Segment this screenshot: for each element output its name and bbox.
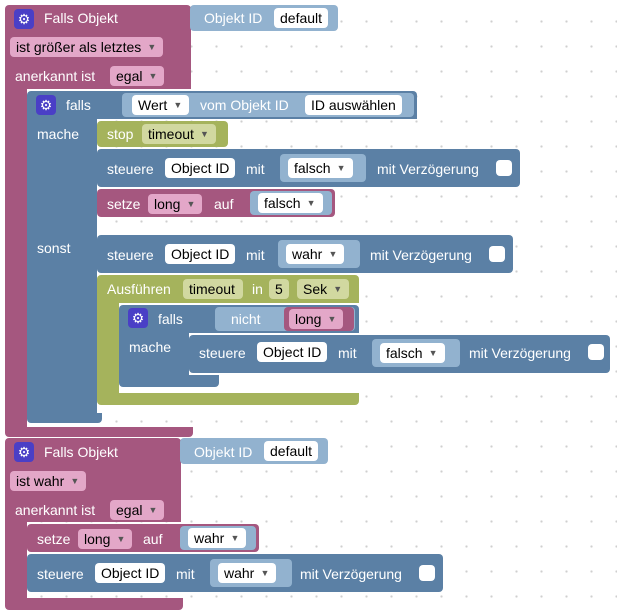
auf-label: auf (214, 196, 234, 212)
condition-dropdown[interactable]: ist wahr▼ (10, 471, 87, 491)
objekt-id-label: Objekt ID (204, 10, 263, 26)
object-id-field[interactable]: Object ID (257, 342, 328, 362)
unit-dropdown[interactable]: Sek▼ (297, 279, 350, 299)
event-spine (5, 522, 27, 600)
timeout-footer (97, 393, 359, 405)
stop-label: stop (107, 126, 134, 142)
gear-icon[interactable]: ⚙ (128, 308, 148, 328)
setze-label: setze (37, 531, 71, 547)
steuere-label: steuere (107, 161, 154, 177)
object-id-field[interactable]: Object ID (95, 563, 166, 583)
condition-dropdown[interactable]: ist größer als letztes▼ (10, 37, 164, 57)
event-spine (5, 89, 27, 429)
chevron-down-icon: ▼ (260, 568, 270, 578)
timeout-spine (97, 303, 119, 395)
value-dropdown[interactable]: wahr▼ (286, 244, 345, 264)
delay-label: mit Verzögerung (377, 161, 479, 177)
chevron-down-icon: ▼ (327, 314, 337, 324)
delay-label: mit Verzögerung (469, 345, 571, 361)
chevron-down-icon: ▼ (173, 100, 183, 110)
objekt-id-field[interactable]: default (274, 8, 329, 28)
steuere-label: steuere (37, 566, 84, 582)
falls-label: falls (66, 97, 91, 113)
event-footer-bar (5, 598, 183, 610)
auf-label: auf (143, 531, 163, 547)
chevron-down-icon: ▼ (306, 198, 316, 208)
variable-dropdown[interactable]: long▼ (148, 194, 203, 214)
steuere-label: steuere (199, 345, 246, 361)
chevron-down-icon: ▼ (148, 71, 158, 81)
object-id-field[interactable]: Object ID (165, 158, 236, 178)
variable-dropdown[interactable]: long▼ (289, 309, 344, 329)
chevron-down-icon: ▼ (328, 249, 338, 259)
chevron-down-icon: ▼ (200, 129, 209, 139)
delay-checkbox[interactable] (489, 246, 505, 262)
id-select-field[interactable]: ID auswählen (305, 95, 402, 115)
chevron-down-icon: ▼ (70, 476, 80, 486)
event-header-label: Falls Objekt (44, 444, 118, 460)
inner-if-footer (119, 375, 219, 387)
mit-label: mit (176, 566, 195, 582)
falls-label: falls (158, 311, 183, 327)
event-footer-bar (5, 427, 193, 437)
chevron-down-icon: ▼ (186, 199, 196, 209)
mit-label: mit (338, 345, 357, 361)
delay-checkbox[interactable] (419, 565, 435, 581)
nicht-label: nicht (231, 311, 261, 327)
anerkannt-dropdown[interactable]: egal▼ (110, 66, 165, 86)
setze-label: setze (107, 196, 141, 212)
ausfuehren-label: Ausführen (107, 281, 171, 297)
sonst-label: sonst (37, 240, 71, 256)
objekt-id-field[interactable]: default (264, 441, 319, 461)
delay-label: mit Verzögerung (300, 566, 402, 582)
mit-label: mit (246, 247, 265, 263)
variable-dropdown[interactable]: long▼ (78, 529, 133, 549)
value-dropdown[interactable]: wahr▼ (188, 528, 247, 548)
value-dropdown[interactable]: falsch▼ (258, 193, 323, 213)
if-else-footer (27, 413, 102, 423)
chevron-down-icon: ▼ (333, 284, 343, 294)
amount-field[interactable]: 5 (269, 279, 289, 299)
vom-objekt-label: vom Objekt ID (200, 97, 289, 113)
chevron-down-icon: ▼ (230, 533, 240, 543)
inner-if-spine (119, 333, 189, 377)
object-id-field[interactable]: Object ID (165, 244, 236, 264)
timer-name-dropdown[interactable]: timeout (183, 279, 243, 299)
delay-checkbox[interactable] (496, 160, 512, 176)
gear-icon[interactable]: ⚙ (36, 95, 56, 115)
stop-timer-dropdown[interactable]: timeout▼ (142, 124, 216, 144)
event-header-label: Falls Objekt (44, 10, 118, 26)
steuere-label: steuere (107, 247, 154, 263)
wert-dropdown[interactable]: Wert▼ (132, 95, 190, 115)
gear-icon[interactable]: ⚙ (14, 442, 34, 462)
chevron-down-icon: ▼ (147, 42, 157, 52)
in-label: in (252, 281, 263, 297)
chevron-down-icon: ▼ (116, 534, 126, 544)
anerkannt-label: anerkannt ist (15, 502, 96, 518)
chevron-down-icon: ▼ (336, 163, 346, 173)
mache-label: mache (37, 126, 80, 142)
value-dropdown[interactable]: falsch▼ (380, 343, 445, 363)
if-else-spine (27, 119, 97, 415)
mache-label: mache (129, 339, 172, 355)
objekt-id-label: Objekt ID (194, 444, 253, 460)
chevron-down-icon: ▼ (428, 348, 438, 358)
delay-label: mit Verzögerung (370, 247, 472, 263)
mit-label: mit (246, 161, 265, 177)
gear-icon[interactable]: ⚙ (14, 9, 34, 29)
delay-checkbox[interactable] (588, 344, 604, 360)
chevron-down-icon: ▼ (148, 505, 158, 515)
value-dropdown[interactable]: wahr▼ (218, 563, 277, 583)
anerkannt-label: anerkannt ist (15, 68, 96, 84)
anerkannt-dropdown[interactable]: egal▼ (110, 500, 165, 520)
value-dropdown[interactable]: falsch▼ (288, 158, 353, 178)
